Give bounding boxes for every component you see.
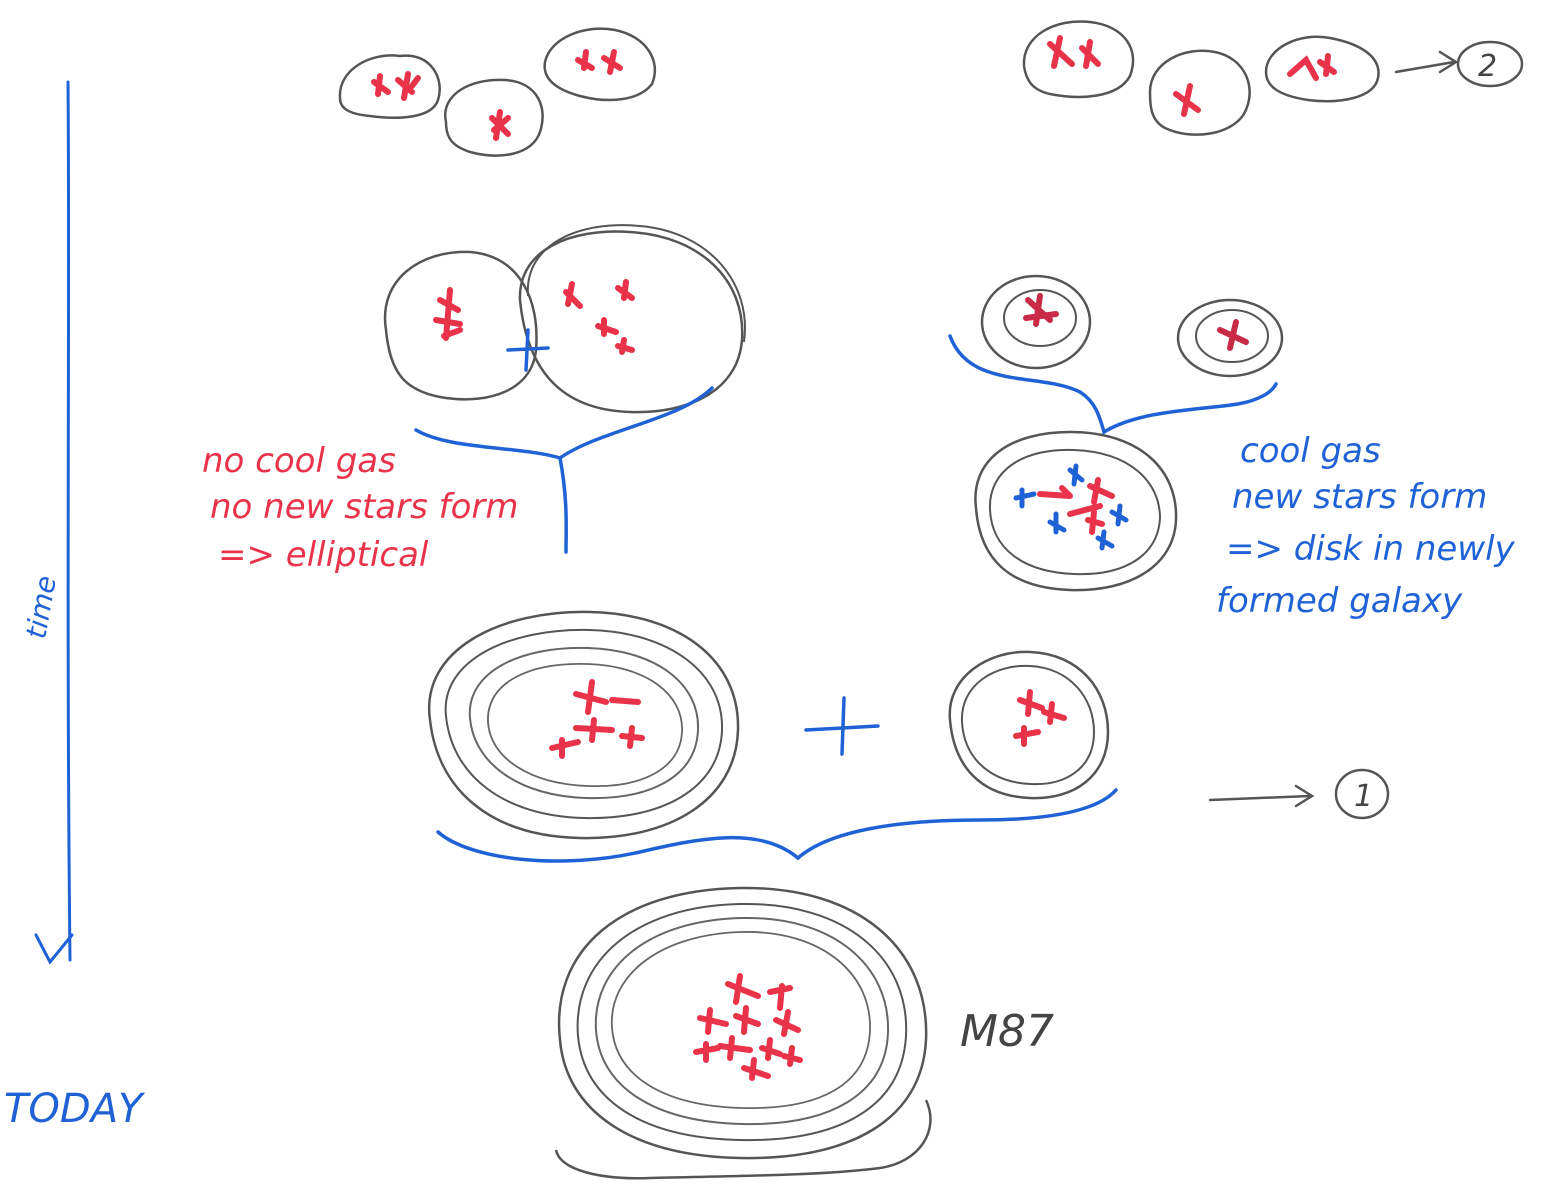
galaxy-outline	[576, 902, 908, 1142]
old-star-cluster	[433, 279, 635, 355]
annotation-line: no new stars form	[210, 487, 519, 527]
merge-brace	[436, 788, 1118, 863]
merge-plus	[804, 696, 880, 756]
galaxy-outline	[487, 663, 683, 787]
annotation-line: cool gas	[1240, 431, 1381, 471]
annotation-line: => elliptical	[218, 535, 429, 575]
galaxy-outline	[444, 628, 724, 820]
old-star-cluster	[1023, 293, 1249, 351]
loop-arrow	[1208, 784, 1315, 808]
galaxy-outline	[988, 448, 1162, 576]
annotation-line: new stars form	[1232, 477, 1487, 517]
loop-marker-number: 1	[1354, 779, 1373, 814]
galaxy-outline	[554, 1099, 932, 1180]
timeline: time TODAY	[4, 80, 146, 1132]
galaxy-outline	[1195, 309, 1269, 363]
giant-elliptical: M87	[554, 886, 1054, 1180]
galaxy-outline	[1003, 289, 1077, 347]
timeline-axis	[66, 80, 72, 962]
proto-galaxy-outline	[1022, 20, 1135, 99]
proto-galaxy-outline	[338, 54, 441, 119]
galaxy-outline	[383, 250, 538, 401]
loop-marker-circle	[1456, 40, 1524, 88]
new-star-cluster	[1013, 463, 1129, 551]
early-galaxies-left	[338, 27, 657, 157]
proto-galaxy-outline	[543, 27, 657, 102]
galaxy-outline	[1176, 298, 1284, 378]
galaxy-outline	[526, 224, 746, 343]
merge-brace	[948, 334, 1278, 435]
annotation-disk: cool gas new stars form => disk in newly…	[1216, 431, 1516, 621]
timeline-label: time	[19, 573, 62, 641]
loop-marker-number: 2	[1478, 49, 1497, 84]
proto-galaxy-outline	[1264, 35, 1380, 103]
galaxy-label: M87	[960, 1006, 1054, 1057]
galaxy-outline	[960, 664, 1096, 786]
loop-arrow	[1394, 50, 1459, 74]
annotation-line: => disk in newly	[1226, 529, 1516, 569]
annotation-line: no cool gas	[202, 441, 396, 481]
old-star-cluster	[693, 973, 803, 1081]
merge-brace	[414, 386, 714, 554]
proto-galaxy-outline	[1148, 49, 1251, 136]
old-star-cluster	[1013, 689, 1067, 747]
galaxy-outline	[468, 646, 700, 800]
galaxy-outline	[594, 916, 890, 1126]
proto-galaxy-outline	[444, 78, 544, 157]
timeline-arrowhead	[34, 933, 74, 965]
old-star-cluster	[1037, 477, 1115, 535]
annotation-line: formed galaxy	[1216, 581, 1463, 621]
galaxy-outline	[427, 610, 740, 840]
galaxy-outline	[974, 430, 1178, 592]
galaxy-outline	[518, 230, 744, 414]
merge-plus	[506, 328, 550, 372]
today-label: TODAY	[4, 1086, 146, 1132]
old-star-cluster	[549, 679, 645, 759]
galaxy-outline	[557, 886, 928, 1160]
annotation-elliptical: no cool gas no new stars form => ellipti…	[202, 441, 519, 575]
old-star-cluster	[371, 49, 623, 141]
wet-merger	[948, 274, 1284, 592]
galaxy-outline	[980, 274, 1092, 370]
final-merger: 1	[427, 610, 1390, 863]
galaxy-outline	[611, 931, 871, 1109]
galaxy-outline	[948, 650, 1110, 800]
loop-marker-circle	[1334, 768, 1390, 820]
old-star-cluster	[1047, 35, 1337, 117]
dry-merger	[383, 224, 746, 554]
early-galaxies-right: 2	[1022, 20, 1524, 136]
